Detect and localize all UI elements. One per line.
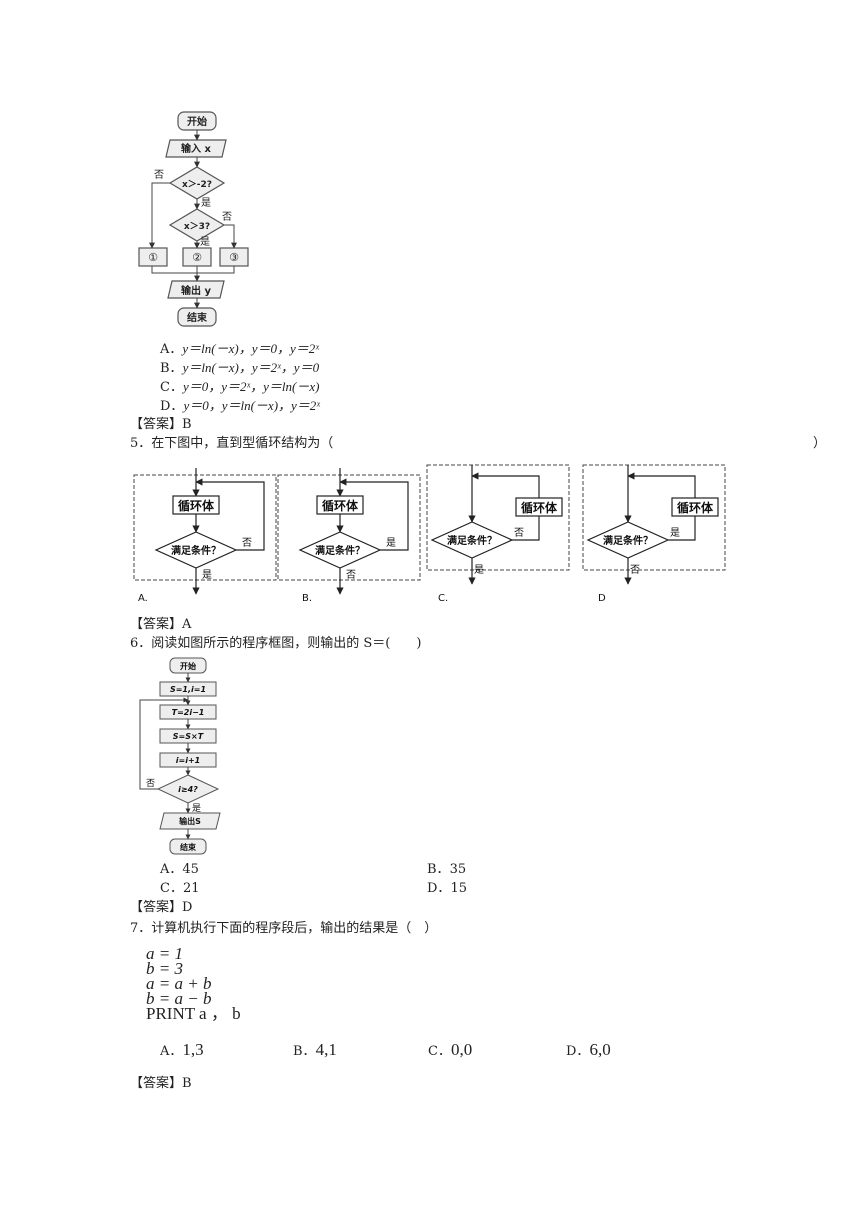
- q4-yes2-label: 是: [200, 236, 210, 248]
- q6-start-label: 开始: [180, 661, 196, 671]
- q4-input-label: 输入 x: [181, 142, 211, 155]
- q5-b-body-label: 循环体: [322, 498, 359, 513]
- q4-input-box: [165, 139, 227, 158]
- q4-no1-label: 否: [154, 169, 164, 181]
- q5-label-c: C.: [438, 593, 448, 604]
- q4-end-label: 结束: [187, 311, 208, 324]
- q5-frame-b: [277, 474, 421, 581]
- q6-option-d: D．15: [427, 881, 467, 896]
- q6-cond-label: i≥4?: [178, 785, 198, 794]
- q4-no2-label: 否: [222, 211, 232, 223]
- q4-option-b: B．y＝ln(－x)，y＝2ˣ，y＝0: [160, 360, 320, 376]
- q5-b-cond-label: 满足条件？: [315, 544, 365, 557]
- q7-option-c: C．0,0: [428, 1040, 473, 1059]
- q5-a-body-label: 循环体: [178, 498, 215, 513]
- q5-answer: 【答案】A: [130, 617, 192, 632]
- q5-close-paren: ）: [813, 436, 827, 451]
- q5-d-yes-label: 是: [670, 527, 680, 539]
- q4-option-d: D．y＝0，y＝ln(－x)，y＝2ˣ: [160, 398, 320, 414]
- q4-box1-label: ①: [148, 251, 158, 264]
- q4-yes1-label: 是: [201, 197, 211, 209]
- q7-code-block: a = 1 b = 3 a = a + b b = a − b PRINT a …: [146, 944, 241, 1023]
- q4-flowchart: 开始 输入 x x＞-2? x＞3? ① ② ③ 输出 y 结束 否 是 否 是: [138, 111, 249, 327]
- q7-code-line: b = 3: [146, 959, 183, 978]
- q6-output-label: 输出S: [179, 816, 201, 826]
- q6-end-label: 结束: [180, 842, 197, 852]
- q5-c-no-label: 否: [514, 527, 524, 539]
- q6-output-box: [159, 812, 221, 830]
- q7-option-d: D．6,0: [566, 1040, 611, 1059]
- q4-output-label: 输出 y: [181, 284, 211, 297]
- q5-b-yes-label: 是: [386, 537, 396, 549]
- q5-b-no-label: 否: [346, 569, 356, 581]
- q6-question: 6．阅读如图所示的程序框图，则输出的 S＝( ): [130, 636, 422, 651]
- q4-box3-label: ③: [229, 251, 239, 264]
- q5-frame-a: [133, 474, 277, 581]
- q5-label-a: A.: [138, 593, 148, 604]
- q7-code-line: a = 1: [146, 944, 183, 963]
- q6-option-b: B．35: [427, 862, 467, 877]
- q6-no-label: 否: [146, 778, 155, 789]
- q6-option-a: A．45: [160, 862, 199, 877]
- q4-option-a: A．y＝ln(－x)，y＝0，y＝2ˣ: [160, 341, 319, 357]
- q6-step1-label: T=2i−1: [172, 708, 205, 717]
- q6-step2-label: S=S×T: [173, 732, 204, 741]
- q7-code-line: b = a − b: [146, 989, 212, 1008]
- q5-label-d: D: [598, 593, 606, 604]
- q4-box2-label: ②: [192, 251, 202, 264]
- q6-yes-label: 是: [192, 803, 201, 814]
- q7-code-line: PRINT a ， b: [146, 1004, 241, 1023]
- q5-a-yes-label: 是: [202, 569, 212, 581]
- q7-code-line: a = a + b: [146, 974, 212, 993]
- q7-question: 7．计算机执行下面的程序段后，输出的结果是（ ）: [130, 921, 438, 936]
- q6-flowchart: 开始 S=1,i=1 T=2i−1 S=S×T i=i+1 i≥4? 输出S 结…: [139, 657, 221, 855]
- q5-c-yes-label: 是: [474, 564, 484, 576]
- q5-question: 5．在下图中，直到型循环结构为（: [130, 436, 334, 451]
- q6-init-label: S=1,i=1: [170, 685, 206, 694]
- q4-output-box: [167, 280, 225, 299]
- q7-option-a: A．1,3: [160, 1040, 204, 1059]
- q5-d-cond-label: 满足条件？: [603, 534, 653, 547]
- q4-option-c: C．y＝0，y＝2ˣ，y＝ln(－x): [160, 379, 320, 395]
- q7-option-b: B．4,1: [293, 1040, 337, 1059]
- q7-answer: 【答案】B: [130, 1076, 192, 1091]
- q4-start-label: 开始: [187, 115, 207, 128]
- q5-loop-diagrams: 循环体 循环体 循环体 循环体 满足条件？ 满足条件？ 满足条件？ 满足条件？ …: [133, 464, 726, 604]
- q6-step3-label: i=i+1: [176, 756, 200, 765]
- q4-answer: 【答案】B: [130, 417, 192, 432]
- q4-cond1-label: x＞-2?: [182, 179, 212, 190]
- q5-a-no-label: 否: [242, 537, 252, 549]
- q5-a-cond-label: 满足条件？: [171, 544, 221, 557]
- q6-option-c: C．21: [160, 881, 200, 896]
- q5-c-cond-label: 满足条件？: [447, 534, 497, 547]
- q5-frame-d: [582, 464, 726, 571]
- q6-answer: 【答案】D: [130, 900, 193, 915]
- q5-label-b: B.: [302, 593, 312, 604]
- q4-cond2-label: x＞3?: [184, 221, 210, 232]
- q5-frame-c: [426, 464, 570, 571]
- q5-c-body-label: 循环体: [521, 500, 558, 515]
- q5-d-no-label: 否: [630, 564, 640, 576]
- q5-d-body-label: 循环体: [677, 500, 714, 515]
